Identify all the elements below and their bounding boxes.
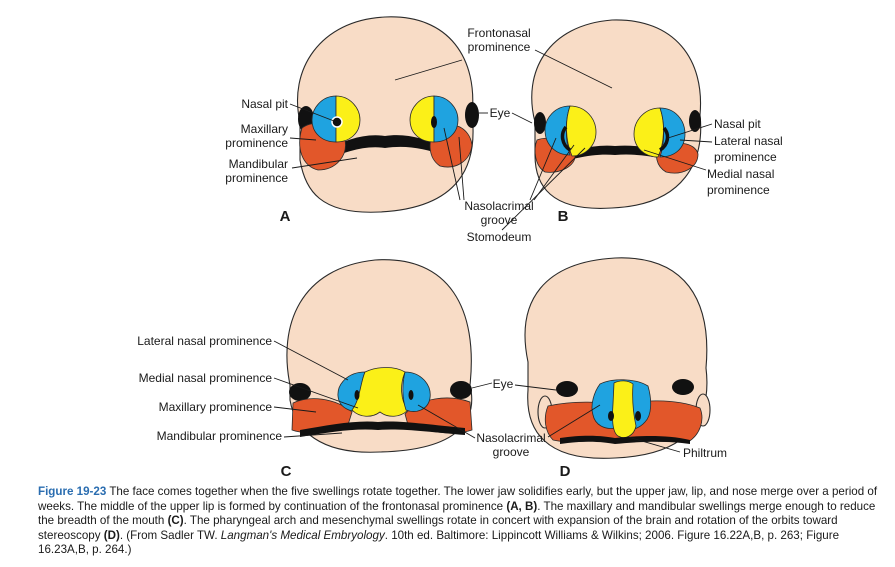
label-nasolacrimal-cd-line2: groove xyxy=(493,445,530,459)
panel-c-left-eye xyxy=(289,383,311,401)
label-nasal-pit-b: Nasal pit xyxy=(714,117,761,131)
caption-text-3: . The pharyngeal arch and mesenchymal sw… xyxy=(38,514,838,542)
panel-d-left-eye xyxy=(556,381,578,397)
panel-c-right-lateral-nasal xyxy=(402,371,431,412)
panel-d-medial-nasal xyxy=(612,380,637,438)
label-mandibular-a-line2: prominence xyxy=(225,171,288,185)
label-nasolacrimal-cd-line1: Nasolacrimal xyxy=(476,431,545,445)
label-lateral-nasal-b-line1: Lateral nasal xyxy=(714,134,783,148)
label-eye-cd: Eye xyxy=(493,377,514,391)
label-maxillary-a-line1: Maxillary xyxy=(241,122,288,136)
face-development-illustration: Frontonasal prominence Nasal pit Maxilla… xyxy=(137,16,783,480)
label-stomodeum: Stomodeum xyxy=(467,230,532,244)
label-maxillary-a-line2: prominence xyxy=(225,136,288,150)
panel-label-c: C xyxy=(281,463,292,480)
label-medial-nasal-b-line1: Medial nasal xyxy=(707,167,774,181)
panel-b-right-eye xyxy=(689,110,701,132)
panel-d-right-eye xyxy=(672,379,694,395)
panel-c-right-nostril xyxy=(408,390,414,400)
caption-book-title: Langman's Medical Embryology xyxy=(220,528,385,542)
caption-text-1: The face comes together when the five sw… xyxy=(38,485,878,513)
panel-d-drawing xyxy=(524,257,711,459)
panel-d-right-nostril xyxy=(635,411,641,421)
panel-a-stomodeum xyxy=(325,135,445,160)
caption-ref-c: (C) xyxy=(167,514,184,528)
caption-text-5: . 10th ed. Baltimore: Lippincott William… xyxy=(38,528,840,557)
leader-lines xyxy=(273,49,713,453)
panel-c-mouth xyxy=(300,421,465,437)
panel-a-right-lateral-nasal xyxy=(433,95,459,143)
panel-a-drawing xyxy=(296,16,479,213)
panel-c-left-nostril xyxy=(354,390,360,400)
caption-ref-d: (D) xyxy=(103,528,120,542)
label-nasolacrimal-ab-line1: Nasolacrimal xyxy=(464,199,533,213)
panel-d-mouth xyxy=(560,435,690,444)
caption-text-2: . The maxillary and mandibular swellings… xyxy=(38,499,876,528)
panel-a-left-nasal-pit xyxy=(331,116,343,128)
labels: Frontonasal prominence Nasal pit Maxilla… xyxy=(137,26,782,460)
label-frontonasal-line2: prominence xyxy=(468,40,531,54)
caption-figure-number: Figure 19-23 xyxy=(38,485,107,498)
panel-a-right-medial-nasal xyxy=(409,95,435,143)
caption-ref-ab: (A, B) xyxy=(506,499,538,513)
panel-label-b: B xyxy=(558,208,569,225)
label-lateral-nasal-c: Lateral nasal prominence xyxy=(137,334,272,348)
panel-b-right-nasal-pit xyxy=(658,126,670,152)
panel-b-left-medial-nasal xyxy=(566,105,597,157)
panel-b-left-eye xyxy=(534,112,546,134)
label-mandibular-a-line1: Mandibular xyxy=(229,157,288,171)
panel-c-medial-nasal xyxy=(351,367,409,417)
label-nasolacrimal-ab-line2: groove xyxy=(481,213,518,227)
panel-c-right-eye xyxy=(450,381,472,399)
label-nasal-pit-a: Nasal pit xyxy=(241,97,288,111)
label-medial-nasal-b-line2: prominence xyxy=(707,183,770,197)
label-maxillary-c: Maxillary prominence xyxy=(159,400,273,414)
label-mandibular-c: Mandibular prominence xyxy=(157,429,283,443)
panel-label-d: D xyxy=(560,463,571,480)
label-philtrum: Philtrum xyxy=(683,446,727,460)
figure-caption: Figure 19-23 The face comes together whe… xyxy=(38,485,880,558)
caption-text-4: . (From Sadler TW. xyxy=(119,528,221,542)
panel-a-left-lateral-nasal xyxy=(311,95,337,143)
panel-label-a: A xyxy=(280,208,291,225)
panel-b-drawing xyxy=(531,19,702,209)
panel-letters: A B C D xyxy=(280,208,571,480)
panel-a-left-medial-nasal xyxy=(335,95,361,143)
label-frontonasal-line1: Frontonasal xyxy=(467,26,530,40)
panel-d-left-nostril xyxy=(608,411,614,421)
label-medial-nasal-c: Medial nasal prominence xyxy=(139,371,273,385)
panel-a-right-eye xyxy=(465,102,479,128)
panel-b-left-nasal-pit xyxy=(560,125,572,152)
label-eye-ab: Eye xyxy=(490,106,511,120)
panel-c-drawing xyxy=(286,259,473,453)
panel-a-right-nasal-pit xyxy=(431,116,437,128)
label-lateral-nasal-b-line2: prominence xyxy=(714,150,777,164)
